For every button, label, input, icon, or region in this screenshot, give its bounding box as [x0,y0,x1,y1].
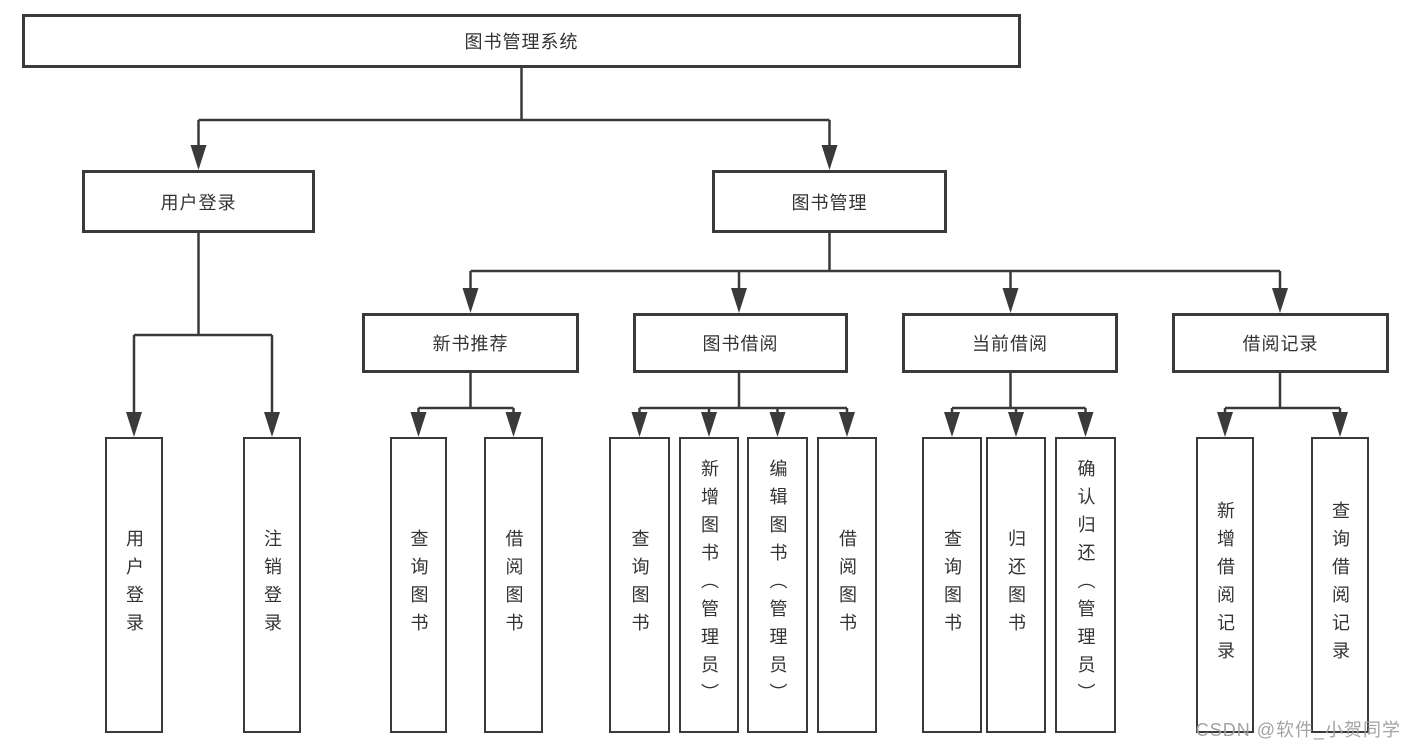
arrowhead-icon [631,412,648,437]
arrowhead-icon [731,288,747,313]
leaf-edit-books-admin: 编辑图书（管理员） [747,437,808,733]
arrowhead-icon [821,145,838,170]
watermark: CSDN @软件_小贺同学 [1195,720,1401,740]
arrowhead-icon [1077,412,1094,437]
arrowhead-icon [1217,412,1233,437]
arrowhead-icon [1332,412,1348,437]
node-book-borrow: 图书借阅 [633,313,848,373]
arrowhead-icon [1002,288,1019,313]
leaf-return-books: 归还图书 [986,437,1046,733]
leaf-logout: 注销登录 [243,437,301,733]
arrowhead-icon [769,412,786,437]
leaf-add-borrow-record: 新增借阅记录 [1196,437,1254,733]
node-user-login: 用户登录 [82,170,315,233]
connector-currentborrow-to-leaves [950,373,1087,416]
leaf-query-books-recommend: 查询图书 [390,437,447,733]
arrowhead-icon [462,288,479,313]
arrowhead-icon [264,412,280,437]
arrowhead-icon [1008,412,1024,437]
connector-userlogin-to-leaves [132,233,274,416]
arrowhead-icon [126,412,142,437]
connector-borrowrecord-to-leaves [1223,373,1342,416]
leaf-borrow-books: 借阅图书 [817,437,877,733]
arrowhead-icon [701,412,717,437]
node-book-management: 图书管理 [712,170,947,233]
leaf-add-books-admin: 新增图书（管理员） [679,437,739,733]
connector-newbook-to-leaves [417,373,515,416]
node-root-library-system: 图书管理系统 [22,14,1021,68]
arrowhead-icon [190,145,207,170]
leaf-user-login: 用户登录 [105,437,163,733]
leaf-query-books-borrow: 查询图书 [609,437,670,733]
leaf-confirm-return-admin: 确认归还（管理员） [1055,437,1116,733]
leaf-borrow-books-recommend: 借阅图书 [484,437,543,733]
connector-bookborrow-to-leaves [638,373,849,416]
arrowhead-icon [1272,288,1288,313]
arrowhead-icon [505,412,522,437]
arrowhead-icon [410,412,427,437]
connector-root-to-level2 [197,68,831,150]
node-new-book-recommend: 新书推荐 [362,313,579,373]
arrowhead-icon [839,412,855,437]
arrowhead-icon [944,412,960,437]
connector-bookmgmt-to-level3 [469,233,1282,292]
node-current-borrow: 当前借阅 [902,313,1118,373]
leaf-query-borrow-record: 查询借阅记录 [1311,437,1369,733]
node-borrow-records: 借阅记录 [1172,313,1389,373]
leaf-query-books-current: 查询图书 [922,437,982,733]
